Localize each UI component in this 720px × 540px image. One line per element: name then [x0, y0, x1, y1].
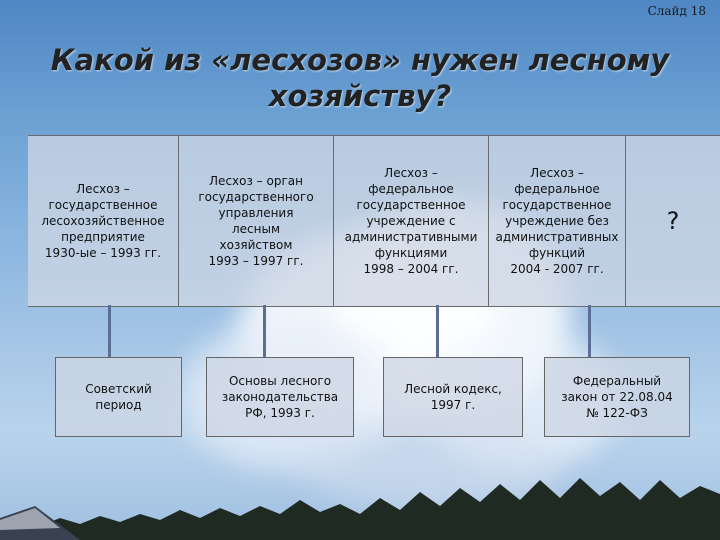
legal-basis-box: Лесной кодекс, 1997 г. — [383, 357, 523, 437]
legal-basis-text: Лесной кодекс, 1997 г. — [404, 382, 502, 412]
legal-basis-box: Советский период — [55, 357, 182, 437]
treeline-silhouette — [0, 478, 720, 540]
period-cell-question: ? — [625, 136, 720, 306]
connector-line — [108, 305, 111, 357]
period-cell-text: Лесхоз – орган государственного управлен… — [198, 174, 314, 268]
title-line-1: Какой из «лесхозов» нужен лесному — [50, 43, 670, 77]
legal-basis-text: Федеральный закон от 22.08.04 № 122-ФЗ — [561, 374, 673, 420]
legal-basis-text: Основы лесного законодательства РФ, 1993… — [221, 374, 339, 420]
period-cell: Лесхоз – федеральное государственное учр… — [488, 136, 625, 306]
connector-line — [263, 305, 266, 357]
period-cell: Лесхоз – орган государственного управлен… — [178, 136, 333, 306]
period-cell: Лесхоз – федеральное государственное учр… — [333, 136, 488, 306]
roof-silhouette — [0, 506, 80, 540]
slide-title: Какой из «лесхозов» нужен лесному хозяйс… — [40, 42, 680, 114]
connector-line — [436, 305, 439, 357]
slide-number: Слайд 18 — [647, 4, 706, 18]
legal-basis-text: Советский период — [85, 382, 152, 412]
period-cell: Лесхоз – государственное лесохозяйственн… — [28, 136, 178, 306]
legal-basis-box: Основы лесного законодательства РФ, 1993… — [206, 357, 354, 437]
period-table: Лесхоз – государственное лесохозяйственн… — [28, 135, 720, 307]
legal-basis-box: Федеральный закон от 22.08.04 № 122-ФЗ — [544, 357, 690, 437]
period-cell-text: Лесхоз – федеральное государственное учр… — [344, 166, 478, 276]
question-mark: ? — [666, 207, 680, 235]
period-cell-text: Лесхоз – государственное лесохозяйственн… — [41, 182, 165, 260]
title-line-2: хозяйству? — [268, 79, 452, 113]
connector-line — [588, 305, 591, 357]
period-cell-text: Лесхоз – федеральное государственное учр… — [495, 166, 619, 276]
